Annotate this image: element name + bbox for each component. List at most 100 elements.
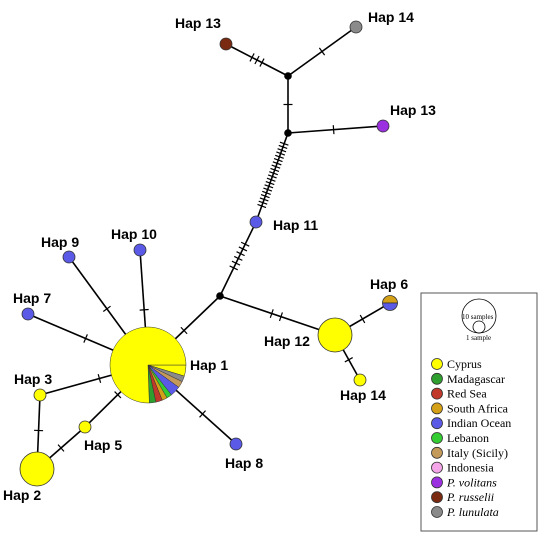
edge-hap11-node-center	[219, 221, 257, 297]
legend-label: P. lunulata	[446, 505, 499, 519]
legend-item: P. russelii	[431, 490, 494, 504]
legend-item: Lebanon	[431, 431, 489, 445]
legend-swatch	[431, 446, 443, 459]
legend-label: P. volitans	[446, 475, 497, 489]
legend-item: Italy (Sicily)	[431, 446, 508, 460]
mutation-tick	[259, 58, 265, 67]
mutation-tick	[97, 374, 102, 383]
legend-label: P. russelii	[446, 490, 494, 504]
hap8-node	[229, 437, 243, 451]
hap8-label: Hap 8	[225, 455, 263, 471]
hap6-label: Hap 6	[370, 276, 408, 292]
hap11-label: Hap 11	[273, 217, 318, 233]
legend-label: Cyprus	[447, 357, 482, 371]
mutation-tick	[199, 410, 207, 418]
mutation-ticks	[34, 47, 366, 452]
hap13-right-label: Hap 13	[390, 102, 436, 118]
hap7-node	[21, 307, 35, 321]
mutation-tick	[257, 203, 267, 209]
legend-swatch	[431, 402, 443, 415]
mutation-tick	[114, 391, 122, 399]
hap5-label: Hap 5	[84, 437, 122, 453]
mutation-tick	[273, 157, 283, 163]
mutation-tick	[275, 154, 284, 159]
legend-swatch	[431, 358, 443, 370]
hap14-top-node	[349, 20, 363, 34]
legend-label: Red Sea	[447, 387, 487, 401]
mutation-tick	[83, 334, 88, 343]
mutation-tick	[264, 184, 274, 189]
haplotype-labels: Hap 1 Hap 2 Hap 3 Hap 5 Hap 6 Hap 7 Hap …	[3, 9, 436, 503]
hap12-label: Hap 12	[264, 333, 310, 349]
mutation-tick	[359, 314, 366, 324]
mutation-tick	[332, 125, 335, 135]
mutation-tick	[279, 141, 289, 146]
mutation-tick	[238, 246, 248, 252]
network-nodes	[19, 20, 398, 487]
legend-item: Red Sea	[431, 387, 487, 401]
hap3-label: Hap 3	[14, 371, 52, 387]
median-vector	[284, 72, 292, 80]
mutation-tick	[276, 151, 286, 156]
mutation-tick	[272, 161, 282, 166]
legend-item: Cyprus	[431, 357, 482, 371]
mutation-tick	[278, 312, 283, 322]
hap1-wedge-cyprus	[109, 326, 187, 404]
legend-label: Madagascar	[447, 372, 505, 386]
hap7-label: Hap 7	[13, 290, 51, 306]
legend-item: P. lunulata	[431, 505, 499, 519]
legend-label: South Africa	[447, 401, 509, 415]
mutation-tick	[269, 309, 274, 319]
hap14-bottom-node	[353, 373, 367, 387]
mutation-tick	[318, 47, 326, 56]
mutation-tick	[277, 148, 287, 153]
mutation-tick	[236, 251, 245, 257]
legend-swatch	[431, 491, 443, 504]
size-scale-large-label: 10 samples	[462, 313, 494, 321]
hap2-node	[19, 451, 55, 487]
mutation-tick	[262, 190, 271, 195]
mutation-tick	[260, 194, 270, 199]
mutation-tick	[265, 180, 275, 186]
hap9-node	[62, 250, 76, 264]
legend-swatch	[431, 506, 443, 518]
mutation-tick	[269, 171, 278, 176]
hap5-node	[78, 420, 92, 434]
mutation-tick	[278, 144, 288, 150]
mutation-tick	[102, 305, 111, 312]
legend-item: South Africa	[431, 401, 509, 415]
mutation-tick	[57, 444, 65, 452]
hap9-label: Hap 9	[41, 234, 79, 250]
legend-swatch	[431, 476, 443, 489]
hap12-node	[317, 317, 353, 353]
mutation-tick	[254, 55, 260, 65]
hap14-bottom-label: Hap 14	[340, 387, 386, 403]
hap13-right-node	[376, 119, 390, 133]
legend-swatch	[431, 461, 443, 474]
mutation-tick	[344, 357, 353, 363]
legend-label: Indian Ocean	[447, 416, 511, 430]
mutation-tick	[263, 187, 273, 192]
hap1-node	[109, 326, 187, 404]
mutation-tick	[271, 164, 281, 169]
size-scale-small	[472, 320, 486, 334]
hap3-node	[33, 388, 47, 402]
hap6-node	[382, 295, 398, 311]
legend-item: P. volitans	[431, 475, 497, 489]
mutation-tick	[180, 326, 188, 335]
mutation-tick	[258, 200, 268, 205]
legend-label: Italy (Sicily)	[447, 446, 508, 460]
network-edges	[27, 26, 391, 470]
legend-item: Indonesia	[431, 461, 494, 475]
legend-item: Indian Ocean	[431, 416, 511, 430]
mutation-tick	[266, 177, 276, 182]
mutation-tick	[249, 53, 255, 62]
median-vector	[216, 292, 224, 300]
median-vector	[284, 129, 292, 137]
hap10-label: Hap 10	[111, 226, 157, 242]
hap14-top-label: Hap 14	[368, 9, 414, 25]
legend-swatch	[431, 372, 443, 385]
edge-hap13-right	[287, 125, 384, 134]
mutation-tick	[270, 167, 280, 172]
